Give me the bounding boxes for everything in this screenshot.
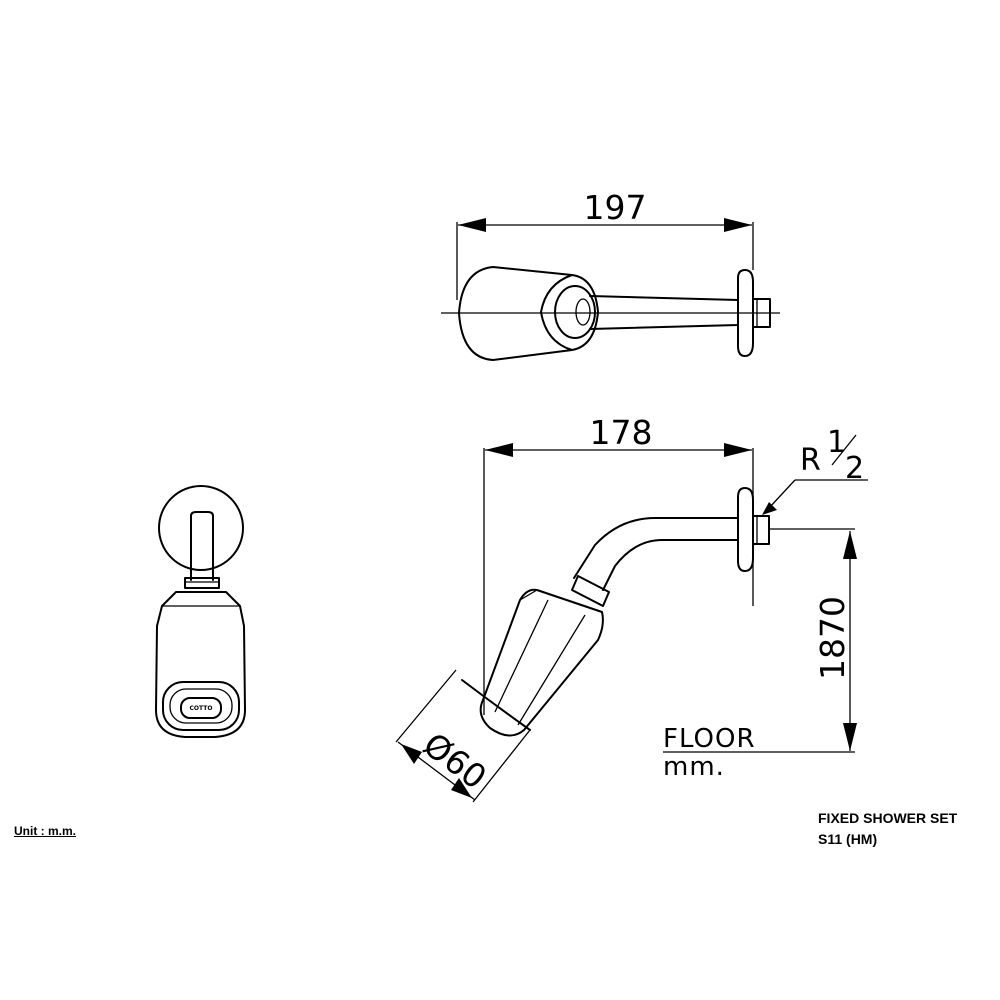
side-arm-upper bbox=[573, 517, 739, 579]
title-block: FIXED SHOWER SET S11 (HM) bbox=[818, 808, 957, 850]
side-arm-lower bbox=[602, 539, 739, 591]
top-view: 197 bbox=[441, 188, 780, 361]
thread-numerator: 1 bbox=[827, 425, 846, 460]
front-arm bbox=[190, 511, 214, 581]
top-width-label: 197 bbox=[584, 188, 647, 227]
thread-prefix: R bbox=[800, 443, 821, 478]
top-wall-flange bbox=[737, 269, 754, 357]
side-head-face bbox=[461, 679, 531, 731]
thread-denominator: 2 bbox=[845, 451, 864, 486]
front-head-body bbox=[155, 591, 246, 738]
front-face-ring bbox=[162, 681, 240, 731]
side-view: 178 R 1 2 Ø60 1870 bbox=[395, 413, 868, 803]
front-view: COTTO bbox=[155, 485, 246, 738]
side-ball-joint bbox=[571, 575, 610, 607]
top-head-body bbox=[458, 266, 599, 361]
side-thread-nut bbox=[752, 515, 770, 545]
top-ball-joint bbox=[554, 285, 596, 339]
side-head-body bbox=[479, 588, 604, 737]
height-label: 1870 bbox=[813, 596, 852, 680]
front-nozzle bbox=[180, 697, 222, 719]
floor-unit: mm. bbox=[663, 752, 725, 782]
floor-label: FLOOR bbox=[663, 724, 756, 754]
side-wall-flange bbox=[737, 487, 754, 572]
unit-note: Unit : m.m. bbox=[14, 824, 76, 838]
front-nut bbox=[184, 577, 220, 589]
product-name: FIXED SHOWER SET bbox=[818, 810, 958, 826]
brand-logo: COTTO bbox=[190, 705, 213, 712]
front-wall-flange bbox=[158, 485, 244, 571]
product-model: S11 (HM) bbox=[818, 831, 878, 847]
side-width-label: 178 bbox=[590, 413, 653, 452]
